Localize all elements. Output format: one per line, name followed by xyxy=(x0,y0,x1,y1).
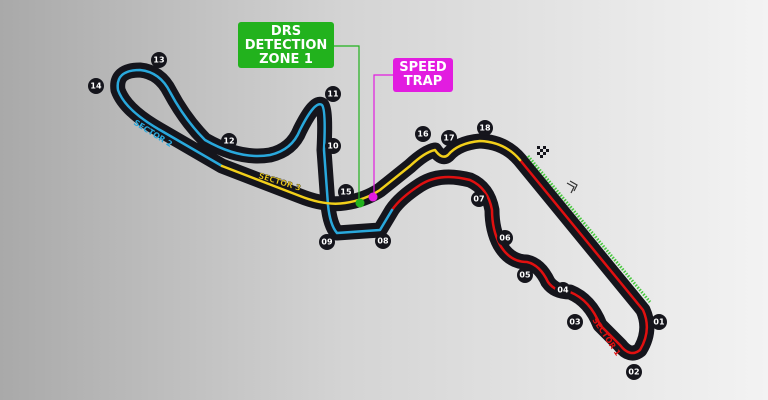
turn-marker-18: 18 xyxy=(477,120,493,136)
svg-text:18: 18 xyxy=(479,124,491,133)
turn-marker-07: 07 xyxy=(471,191,487,207)
svg-text:13: 13 xyxy=(153,56,164,65)
svg-text:15: 15 xyxy=(340,188,352,197)
svg-text:14: 14 xyxy=(90,82,102,91)
svg-text:01: 01 xyxy=(653,318,665,327)
svg-text:12: 12 xyxy=(223,137,234,146)
svg-text:11: 11 xyxy=(327,90,339,99)
turn-marker-12: 12 xyxy=(221,133,237,149)
svg-text:08: 08 xyxy=(377,237,389,246)
turn-marker-01: 01 xyxy=(651,314,667,330)
svg-text:05: 05 xyxy=(519,271,531,280)
svg-text:07: 07 xyxy=(473,195,484,204)
turn-marker-02: 02 xyxy=(626,364,642,380)
turn-marker-14: 14 xyxy=(88,78,104,94)
drs-leader-line xyxy=(334,45,360,203)
turn-marker-15: 15 xyxy=(338,184,354,200)
drs-detection-point xyxy=(355,198,365,208)
turn-marker-08: 08 xyxy=(375,233,391,249)
turn-marker-09: 09 xyxy=(319,234,335,250)
svg-text:10: 10 xyxy=(327,142,339,151)
turn-marker-06: 06 xyxy=(497,230,513,246)
drs-callout-line: DRS xyxy=(270,24,302,39)
speed-trap-callout-line: TRAP xyxy=(403,74,443,89)
svg-text:02: 02 xyxy=(628,368,639,377)
turn-marker-13: 13 xyxy=(151,52,167,68)
svg-text:03: 03 xyxy=(569,318,580,327)
turn-marker-16: 16 xyxy=(415,126,431,142)
turn-marker-03: 03 xyxy=(567,314,583,330)
svg-text:06: 06 xyxy=(499,234,511,243)
drs-callout-line: DETECTION xyxy=(244,38,328,53)
svg-text:17: 17 xyxy=(443,134,454,143)
turn-marker-11: 11 xyxy=(325,86,341,102)
track-surface xyxy=(110,62,655,361)
sector-3-line xyxy=(220,139,522,205)
sector-2-line xyxy=(116,68,394,235)
svg-text:16: 16 xyxy=(417,130,429,139)
turn-marker-17: 17 xyxy=(441,130,457,146)
speed-trap-point xyxy=(368,192,378,202)
drs-callout-line: ZONE 1 xyxy=(259,52,313,67)
speed-trap-callout: SPEED TRAP xyxy=(393,58,453,92)
turn-marker-05: 05 xyxy=(517,267,533,283)
turn-marker-10: 10 xyxy=(325,138,341,154)
svg-text:04: 04 xyxy=(557,286,569,295)
speed-trap-leader-line xyxy=(373,74,393,196)
chequered-flag-icon xyxy=(537,146,549,158)
turn-marker-04: 04 xyxy=(555,282,571,298)
sector-1-line xyxy=(390,158,649,355)
drs-detection-zone-callout: DRS DETECTION ZONE 1 xyxy=(238,22,334,68)
direction-chevrons-icon xyxy=(566,180,578,194)
svg-text:09: 09 xyxy=(321,238,333,247)
speed-trap-callout-line: SPEED xyxy=(399,60,447,75)
